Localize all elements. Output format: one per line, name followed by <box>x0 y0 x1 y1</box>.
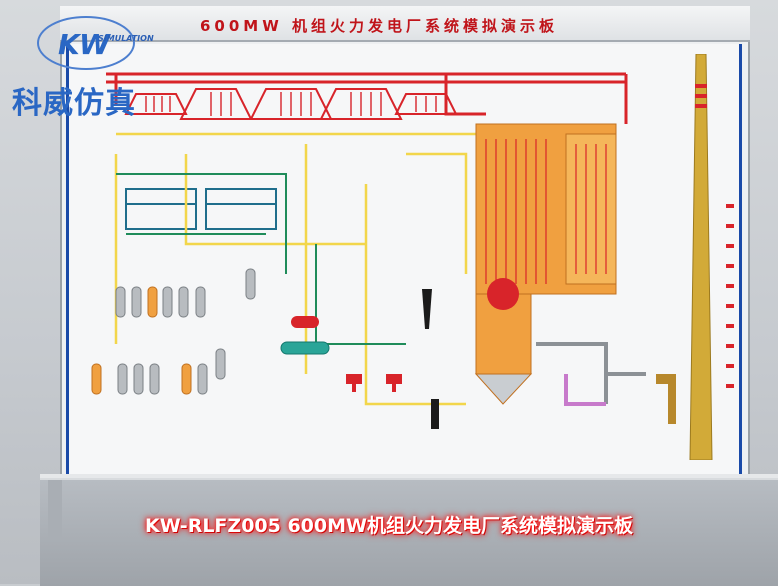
low-pressure-heaters <box>115 268 256 395</box>
flue-gas-duct <box>536 342 646 404</box>
condensers <box>125 188 277 230</box>
fan-silhouettes <box>422 289 439 429</box>
chimney-stack <box>689 54 713 460</box>
orange-heaters <box>91 286 192 395</box>
main-steam-pipes <box>106 72 628 124</box>
air-duct <box>564 374 606 406</box>
turbine-blade-marks <box>145 92 437 116</box>
product-caption: KW-RLFZ005 600MW机组火力发电厂系统模拟演示板 <box>144 515 633 537</box>
boiler-tubes <box>485 139 607 284</box>
furnace-flame <box>487 278 519 310</box>
ash-duct <box>656 374 676 424</box>
feed-pumps <box>346 374 402 392</box>
board-title: 600MW 机组火力发电厂系统模拟演示板 <box>200 17 559 35</box>
deaerator <box>280 341 330 355</box>
company-logo: KW SIMULATION 科威仿真 <box>6 10 166 121</box>
cooling-water-pipes <box>116 173 406 345</box>
logo-subtitle: SIMULATION <box>98 34 154 43</box>
high-pressure-heater <box>291 316 319 328</box>
indicator-lights <box>726 204 734 388</box>
logo-company-name: 科威仿真 <box>12 86 136 121</box>
logo-mark-text: KW <box>58 28 111 61</box>
power-plant-schematic <box>91 72 734 429</box>
kw-logo-icon: KW <box>37 16 135 70</box>
diagram-panel <box>66 44 742 474</box>
cabinet-base <box>40 478 778 586</box>
board-title-bar: 600MW 机组火力发电厂系统模拟演示板 <box>60 6 750 42</box>
turbine-group <box>124 88 458 120</box>
cabinet-door <box>48 480 62 540</box>
